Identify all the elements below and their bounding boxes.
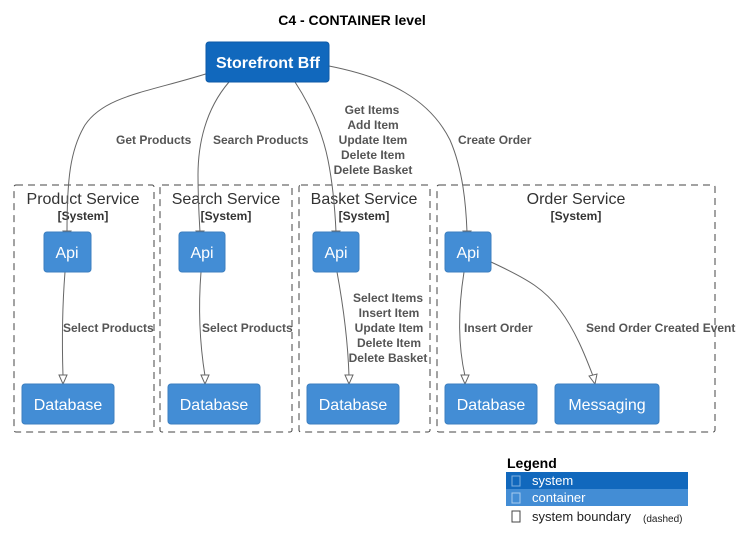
order-api-node[interactable]: Api <box>444 231 492 273</box>
boundary-kind: [System] <box>339 209 390 223</box>
diagram-title: C4 - CONTAINER level <box>278 12 426 28</box>
basket-database-node[interactable]: Database <box>306 383 400 425</box>
node-label: Database <box>34 397 103 414</box>
boundary-kind: [System] <box>201 209 252 223</box>
boundary-name: Product Service <box>27 191 140 208</box>
relation-label: Select Products <box>63 321 154 335</box>
relation-label: Delete Basket <box>349 351 428 365</box>
node-label: Database <box>180 397 249 414</box>
boundary-name: Search Service <box>172 191 281 208</box>
node-label: Storefront Bff <box>216 55 321 72</box>
relation-label: Create Order <box>458 133 532 147</box>
relation-label: Get Products <box>116 133 192 147</box>
boundary-product-service: Product Service [System] <box>13 184 155 433</box>
relation-label: Add Item <box>347 118 398 132</box>
edge-product-api-db: Select Products <box>58 271 154 386</box>
relation-label: Search Products <box>213 133 309 147</box>
node-label: Messaging <box>568 397 645 414</box>
edge-order-api-db: Insert Order <box>459 271 533 386</box>
storefront-bff-node[interactable]: Storefront Bff <box>205 41 330 83</box>
node-label: Api <box>190 245 213 262</box>
relation-label: Update Item <box>355 321 424 335</box>
search-api-node[interactable]: Api <box>178 231 226 273</box>
boundary-kind: [System] <box>551 209 602 223</box>
boundary-basket-service: Basket Service [System] <box>298 184 431 433</box>
order-database-node[interactable]: Database <box>444 383 538 425</box>
boundary-name: Basket Service <box>311 191 418 208</box>
boundary-order-service: Order Service [System] <box>436 184 716 433</box>
legend-marker-icon <box>511 492 521 504</box>
relation-label: Insert Order <box>464 321 533 335</box>
legend-marker-icon <box>511 510 521 523</box>
relation-label: Select Products <box>202 321 293 335</box>
edge-order-api-messaging: Send Order Created Event <box>490 261 735 386</box>
relation-label: Insert Item <box>359 306 420 320</box>
legend-label: system boundary <box>532 509 631 524</box>
legend-swatch-system <box>506 472 688 489</box>
relation-label: Get Items <box>345 103 400 117</box>
node-label: Database <box>457 397 526 414</box>
node-label: Database <box>319 397 388 414</box>
legend-label: container <box>532 490 586 505</box>
node-label: Api <box>324 245 347 262</box>
relation-label: Delete Basket <box>334 163 413 177</box>
legend-title: Legend <box>507 455 557 471</box>
basket-api-node[interactable]: Api <box>312 231 360 273</box>
edge-bff-basket: Get Items Add Item Update Item Delete It… <box>294 81 413 242</box>
relation-label: Send Order Created Event <box>586 321 735 335</box>
legend-label: system <box>532 473 573 488</box>
relation-label: Delete Item <box>341 148 405 162</box>
relation-label: Select Items <box>353 291 423 305</box>
node-label: Api <box>456 245 479 262</box>
relation-label: Delete Item <box>357 336 421 350</box>
legend-note: (dashed) <box>643 514 682 525</box>
product-database-node[interactable]: Database <box>21 383 115 425</box>
boundary-name: Order Service <box>527 191 626 208</box>
edge-search-api-db: Select Products <box>199 271 293 386</box>
product-api-node[interactable]: Api <box>43 231 92 273</box>
relation-label: Update Item <box>339 133 408 147</box>
legend-marker-icon <box>511 475 521 487</box>
boundary-kind: [System] <box>58 209 109 223</box>
order-messaging-node[interactable]: Messaging <box>554 383 660 425</box>
edge-basket-api-db: Select Items Insert Item Update Item Del… <box>336 271 428 386</box>
legend: Legend system container system boundary … <box>506 455 688 525</box>
search-database-node[interactable]: Database <box>167 383 261 425</box>
node-label: Api <box>55 245 78 262</box>
legend-swatch-container <box>506 489 688 506</box>
